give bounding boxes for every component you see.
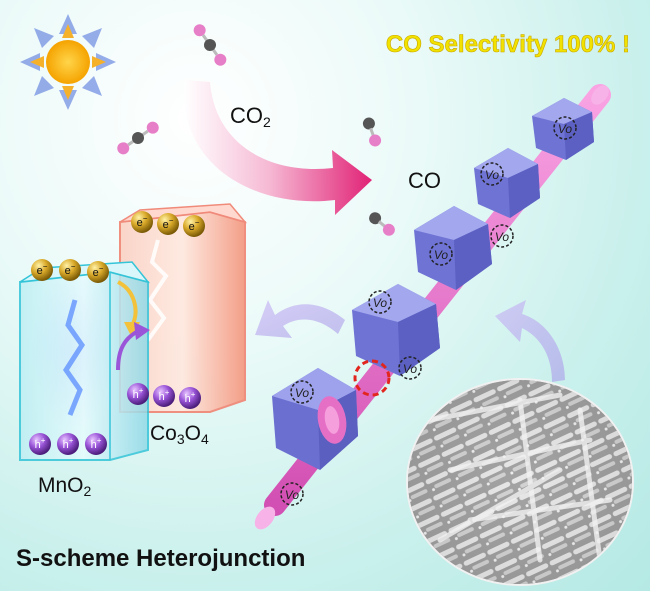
svg-text:e−: e−	[163, 216, 174, 231]
svg-text:h+: h+	[35, 436, 46, 451]
co3o4-label: Co3O4	[150, 422, 209, 447]
electron-particle: e−	[87, 261, 109, 283]
svg-text:Vo: Vo	[495, 230, 510, 244]
polyhedron	[532, 98, 594, 160]
polyhedron	[352, 284, 440, 376]
mno2-band-path	[62, 299, 86, 416]
vacancy-marker: Vo	[480, 162, 504, 186]
electron-transfer-arrow	[116, 280, 138, 327]
svg-text:Vo: Vo	[558, 122, 573, 136]
svg-text:e−: e−	[137, 214, 148, 229]
svg-text:h+: h+	[159, 388, 170, 403]
hole-particle: h+	[85, 433, 107, 455]
svg-text:Vo: Vo	[403, 362, 418, 376]
mno2-holes: h+ h+ h+	[29, 433, 107, 455]
svg-text:h+: h+	[63, 436, 74, 451]
sem-link-arrow-left	[255, 300, 345, 338]
vacancy-marker: Vo	[368, 290, 392, 314]
co-label: CO	[408, 168, 441, 193]
co3o4-holes: h+ h+ h+	[127, 383, 201, 409]
vacancy-marker: Vo	[553, 116, 577, 140]
vacancy-marker: Vo	[490, 224, 514, 248]
headline-text: CO Selectivity 100% !	[386, 31, 630, 58]
svg-text:Vo: Vo	[434, 248, 449, 262]
mno2-block	[19, 261, 151, 461]
svg-text:Vo: Vo	[485, 168, 500, 182]
vacancy-marker: Vo	[280, 482, 304, 506]
hole-particle: h+	[29, 433, 51, 455]
footer-title: S-scheme Heterojunction	[16, 545, 305, 572]
svg-text:Vo: Vo	[373, 296, 388, 310]
conversion-arrow	[184, 80, 372, 215]
electron-particle: e−	[31, 259, 53, 281]
hole-transfer-arrowhead	[134, 322, 150, 340]
svg-text:h+: h+	[133, 386, 144, 401]
polyhedron	[474, 148, 540, 218]
svg-text:e−: e−	[93, 264, 104, 279]
sun-icon	[20, 14, 116, 110]
electron-particle: e−	[183, 215, 205, 237]
svg-text:e−: e−	[65, 262, 76, 277]
electron-particle: e−	[131, 211, 153, 233]
mno2-label: MnO2	[38, 474, 92, 499]
hole-particle: h+	[57, 433, 79, 455]
vacancy-marker: Vo	[290, 380, 314, 404]
co-molecule	[362, 117, 382, 147]
co2-label: CO2	[230, 103, 271, 130]
polyhedron	[414, 206, 492, 290]
svg-text:Vo: Vo	[295, 386, 310, 400]
co3o4-electrons: e− e− e−	[131, 211, 205, 237]
svg-text:Vo: Vo	[285, 488, 300, 502]
polyhedron	[272, 368, 358, 470]
svg-text:e−: e−	[189, 218, 200, 233]
svg-text:e−: e−	[37, 262, 48, 277]
mno2-electrons: e− e− e−	[31, 259, 109, 283]
interface-marker	[353, 359, 391, 397]
electron-particle: e−	[157, 213, 179, 235]
co2-molecule	[193, 24, 227, 66]
hole-particle: h+	[153, 385, 175, 407]
sem-link-arrow-right	[495, 300, 565, 382]
hole-particle: h+	[127, 383, 149, 405]
co3o4-band-path	[146, 239, 169, 342]
hole-particle: h+	[179, 387, 201, 409]
vacancy-marker: Vo	[398, 356, 422, 380]
electron-particle: e−	[59, 259, 81, 281]
co2-molecule	[117, 121, 159, 155]
svg-text:h+: h+	[91, 436, 102, 451]
svg-text:h+: h+	[185, 390, 196, 405]
co-molecule	[369, 212, 395, 236]
vacancy-marker: Vo	[429, 242, 453, 266]
sem-micrograph	[406, 378, 634, 586]
